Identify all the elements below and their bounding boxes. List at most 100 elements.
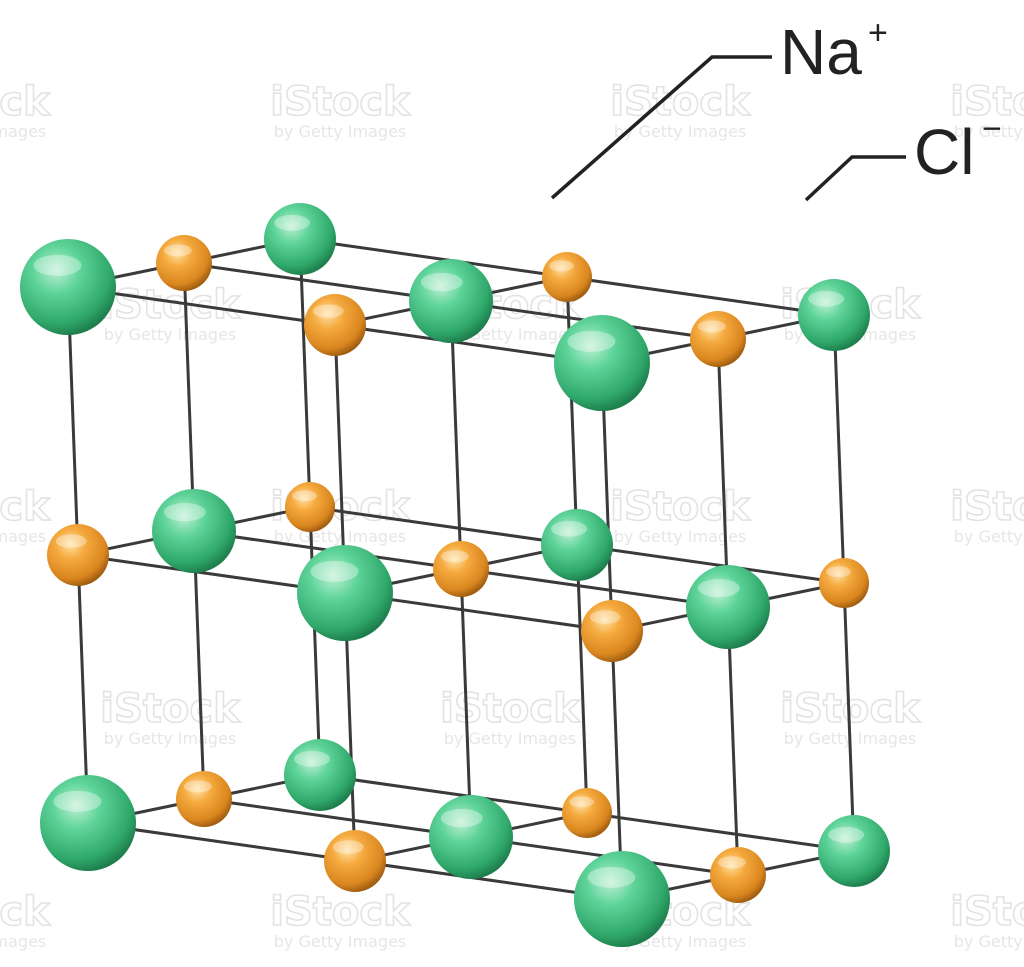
ion-highlight: [828, 826, 865, 843]
na-ion: [47, 524, 109, 586]
na-ion: [690, 311, 746, 367]
na-ion: [324, 830, 386, 892]
bond-line: [575, 543, 846, 585]
watermark-subtext: by Getty Images: [954, 122, 1024, 141]
bond-line: [449, 299, 463, 571]
na-ion-sphere: [542, 252, 592, 302]
ion-highlight: [310, 560, 359, 582]
na-ion: [562, 788, 612, 838]
cl-ion-label: Cl −: [804, 110, 1002, 202]
ion-highlight: [183, 780, 212, 793]
watermark-subtext: by Getty Images: [104, 325, 237, 344]
na-ion: [542, 252, 592, 302]
na-ion-sphere: [433, 541, 489, 597]
watermark-subtext: by Getty Images: [0, 932, 46, 951]
cl-ion-sphere: [429, 795, 513, 879]
bond-line: [202, 797, 473, 839]
bond-line: [318, 773, 589, 815]
watermark-text: iStock: [0, 889, 51, 935]
na-ion-sphere: [581, 600, 643, 662]
ion-highlight: [292, 490, 317, 502]
bond-line: [298, 237, 312, 509]
bond-line: [298, 237, 569, 279]
bond-line: [832, 313, 846, 585]
cl-ion: [284, 739, 356, 811]
ion-highlight: [549, 260, 574, 272]
watermark-text: iStock: [270, 889, 411, 935]
ion-highlight: [440, 550, 469, 563]
cl-ion: [409, 259, 493, 343]
cl-ion: [20, 239, 116, 335]
ion-highlight: [53, 790, 102, 812]
ion-highlight: [274, 214, 311, 231]
bond-line: [308, 505, 579, 547]
ion-highlight: [808, 290, 845, 307]
na-ion-sphere: [285, 482, 335, 532]
bond-line: [726, 605, 740, 877]
ion-highlight: [551, 520, 588, 537]
cl-ion-sphere: [284, 739, 356, 811]
ion-highlight: [567, 330, 616, 352]
bond-line: [192, 529, 206, 801]
watermark-text: iStock: [440, 686, 581, 732]
bond-line: [182, 261, 196, 533]
na-ion: [819, 558, 869, 608]
bond-line: [575, 543, 589, 815]
ion-highlight: [569, 796, 594, 808]
na-ion-sphere: [690, 311, 746, 367]
cl-ion-sphere: [264, 203, 336, 275]
watermark-subtext: by Getty Images: [954, 527, 1024, 546]
cl-ion: [798, 279, 870, 351]
cl-ion: [541, 509, 613, 581]
watermark-text: iStock: [610, 484, 751, 530]
watermark-subtext: by Getty Images: [274, 932, 407, 951]
bond-line: [585, 811, 856, 853]
watermark-text: iStock: [0, 79, 51, 125]
na-symbol: Na: [780, 16, 862, 88]
na-ion: [285, 482, 335, 532]
na-ion-sphere: [304, 294, 366, 356]
na-ion: [156, 235, 212, 291]
cl-ion: [554, 315, 650, 411]
bond-line: [182, 261, 453, 303]
na-ion-sphere: [710, 847, 766, 903]
ion-highlight: [33, 254, 82, 276]
ion-highlight: [312, 304, 344, 318]
na-ion-sphere: [562, 788, 612, 838]
cl-ion: [818, 815, 890, 887]
na-ion-label: Na +: [550, 14, 888, 200]
ion-highlight: [332, 840, 364, 854]
na-leader-line: [550, 55, 772, 200]
cl-ion-sphere: [798, 279, 870, 351]
na-ion-sphere: [156, 235, 212, 291]
ion-highlight: [440, 808, 483, 828]
ion-highlight: [697, 578, 740, 598]
cl-ion-sphere: [409, 259, 493, 343]
watermark-text: iStock: [950, 889, 1024, 935]
cl-ion-sphere: [20, 239, 116, 335]
cl-leader-line: [804, 155, 906, 202]
cl-ion-sphere: [818, 815, 890, 887]
watermark-text: iStock: [950, 484, 1024, 530]
cl-symbol: Cl: [914, 116, 974, 188]
watermark-subtext: by Getty Images: [444, 729, 577, 748]
watermark-subtext: by Getty Images: [614, 122, 747, 141]
cl-ion: [40, 775, 136, 871]
bond-line: [716, 337, 730, 609]
ion-highlight: [163, 244, 192, 257]
watermark-subtext: by Getty Images: [954, 932, 1024, 951]
watermark-text: iStock: [100, 686, 241, 732]
cl-ion: [429, 795, 513, 879]
watermark-subtext: by Getty Images: [614, 527, 747, 546]
bond-line: [459, 567, 473, 839]
na-charge: +: [868, 14, 888, 52]
na-ion-sphere: [47, 524, 109, 586]
